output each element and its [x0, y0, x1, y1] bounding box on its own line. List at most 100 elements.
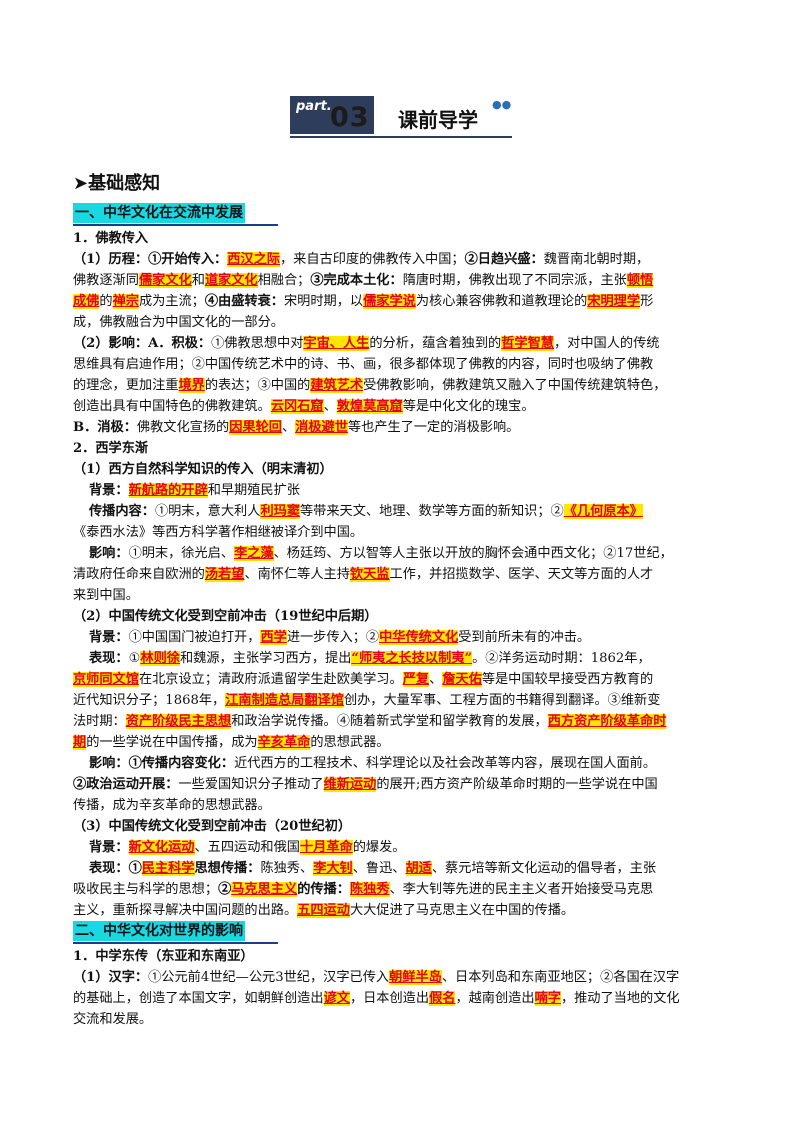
text-line: ②政治运动开展：一些爱国知识分子推动了维新运动的展开;西方资产阶级革命时期的一些… — [73, 774, 739, 795]
body-text: 等是中化文化的瑰宝。 — [402, 399, 535, 414]
body-text: 在北京设立；清政府派遣留学生赴欧美学习。 — [138, 672, 403, 687]
bold-label: 1．佛教传入 — [73, 231, 149, 246]
body-text: 、鲁迅、 — [352, 861, 406, 876]
highlighted-keyword: 陈独秀 — [349, 882, 390, 897]
body-text: 近代西方的工程技术、科学理论以及社会改革等内容，展现在国人面前。 — [234, 756, 657, 771]
highlighted-keyword: 汤若望 — [204, 567, 245, 582]
highlighted-keyword: 马克思主义 — [231, 882, 298, 897]
highlighted-keyword: 新文化运动 — [128, 840, 195, 855]
bold-label: （3）中国传统文化受到空前冲击（20世纪初） — [73, 819, 352, 834]
bold-label: ③完成本土化： — [310, 273, 403, 288]
body-text: 的分析，蕴含着独到的 — [369, 336, 502, 351]
highlighted-keyword: 儒家文化 — [138, 273, 192, 288]
body-text: 等是中国较早接受西方教育的 — [481, 672, 654, 687]
bold-label: （1）汉字： — [73, 970, 149, 985]
document-body: ➤基础感知 一、中华文化在交流中发展 1．佛教传入（1）历程：①开始传入：西汉之… — [73, 171, 739, 1030]
body-text: 佛教文化宣扬的 — [136, 420, 230, 435]
bold-label: ②日趋兴盛： — [464, 252, 544, 267]
highlighted-keyword: 宋明理学 — [587, 294, 641, 309]
highlighted-keyword: 禅宗 — [112, 294, 139, 309]
body-text: 、李大钊等先进的民主主义者开始接受马克思 — [389, 882, 654, 897]
bold-label: 传播内容： — [89, 504, 155, 519]
highlighted-keyword: 维新运动 — [323, 777, 377, 792]
text-line: （1）历程：①开始传入：西汉之际，来自古印度的佛教传入中国；②日趋兴盛：魏晋南北… — [73, 249, 739, 270]
highlighted-keyword: 十月革命 — [300, 840, 353, 855]
section-title-2: 二、中华文化对世界的影响 — [73, 921, 245, 941]
bold-label: 的传播： — [297, 882, 350, 897]
body-text: 和 — [191, 273, 205, 288]
body-text: 的思想武器。 — [310, 735, 390, 750]
text-line: 的理念，更加注重境界的表达；③中国的建筑艺术受佛教影响，佛教建筑又融入了中国传统… — [73, 375, 739, 396]
bold-label: 影响： — [89, 756, 129, 771]
body-text: 的表达；③中国的 — [204, 378, 311, 393]
text-line: 主义，重新探寻解决中国问题的出路。五四运动大大促进了马克思主义在中国的传播。 — [73, 900, 739, 921]
bold-label: ①开始传入： — [148, 252, 228, 267]
highlighted-keyword: 林则徐 — [140, 651, 180, 666]
text-line: （1）西方自然科学知识的传入（明末清初） — [73, 459, 739, 480]
body-text: 、 — [281, 420, 296, 435]
body-text: 主义，重新探寻解决中国问题的出路。 — [73, 903, 298, 918]
text-line: 期的一些学说在中国传播，成为辛亥革命的思想武器。 — [73, 732, 739, 753]
body-text: ①公元前4世纪—公元3世纪，汉字已传入 — [148, 970, 390, 985]
highlighted-keyword: 喃字 — [534, 991, 561, 1006]
body-text: 、 — [323, 399, 337, 414]
body-text: ，推动了当地的文化 — [560, 991, 680, 1006]
body-text: 受到前所未有的冲击。 — [458, 630, 591, 645]
highlighted-keyword: 利玛窦 — [260, 504, 300, 519]
highlighted-keyword: 严复 — [402, 672, 430, 687]
body-text: 创办，大量军事、工程方面的书籍得到翻译。③维新变 — [343, 693, 661, 708]
body-text: ，日本创造出 — [349, 991, 430, 1006]
highlighted-keyword: 京师同文馆 — [73, 672, 139, 687]
highlighted-keyword: 儒家学说 — [363, 294, 416, 309]
bold-label: 影响： — [89, 546, 129, 561]
bold-label: 背景： — [89, 630, 129, 645]
text-line: 思维具有启迪作用；②中国传统艺术中的诗、书、画，很多都体现了佛教的内容，同时也吸… — [73, 354, 739, 375]
body-text: 传播，成为辛亥革命的思想武器。 — [73, 798, 271, 813]
body-text: 、日本列岛和东南亚地区；②各国在汉字 — [441, 970, 680, 985]
bold-label: （1）西方自然科学知识的传入（明末清初） — [73, 462, 333, 477]
body-text: 的基础上，创造了本国文字，如朝鲜创造出 — [73, 991, 324, 1006]
text-line: 法时期：资产阶级民主思想和政治学说传播。④随着新式学堂和留学教育的发展，西方资产… — [73, 711, 739, 732]
highlighted-keyword: “师夷之长技以制夷” — [351, 651, 473, 666]
bold-label: 表现： — [89, 651, 129, 666]
highlighted-keyword: 朝鲜半岛 — [389, 970, 442, 985]
text-line: 佛教逐渐同儒家文化和道家文化相融合；③完成本土化：隋唐时期，佛教出现了不同宗派，… — [73, 270, 739, 291]
text-line: 1．佛教传入 — [73, 228, 739, 249]
text-line: 背景：①中国国门被迫打开，西学进一步传入；②中华传统文化受到前所未有的冲击。 — [73, 627, 739, 648]
body-text: 近代知识分子；1868年， — [73, 693, 226, 708]
highlighted-keyword: 西汉之际 — [227, 252, 280, 267]
body-text: 成，佛教融合为中国文化的一部分。 — [73, 315, 284, 330]
text-line: 成佛的禅宗成为主流；④由盛转衰：宋明时期，以儒家学说为核心兼容佛教和道教理论的宋… — [73, 291, 739, 312]
highlighted-keyword: 李大钊 — [313, 861, 353, 876]
highlighted-keyword: 哲学智慧 — [501, 336, 554, 351]
body-text: 。②洋务运动时期：1862年， — [472, 651, 651, 666]
highlighted-keyword: 江南制造总局翻译馆 — [225, 693, 344, 708]
body-text: 等带来天文、地理、数学等方面的新知识；② — [300, 504, 564, 519]
body-text: ，越南创造出 — [455, 991, 535, 1006]
body-text: 、杨廷筠、方以智等人主张以开放的胸怀会通中西文化；②17世纪， — [273, 546, 673, 561]
text-line: 传播内容：①明末，意大利人利玛窦等带来天文、地理、数学等方面的新知识；②《几何原… — [73, 501, 739, 522]
text-line: （2）中国传统文化受到空前冲击（19世纪中后期） — [73, 606, 739, 627]
body-text: 为核心兼容佛教和道教理论的 — [415, 294, 588, 309]
text-line: 传播，成为辛亥革命的思想武器。 — [73, 795, 739, 816]
text-line: 背景：新航路的开辟和早期殖民扩张 — [73, 480, 739, 501]
banner-title: 课前导学 — [398, 108, 478, 132]
body-text: 的展开;西方资产阶级革命时期的一些学说在中国 — [376, 777, 658, 792]
text-line: 表现：①林则徐和魏源，主张学习西方，提出“师夷之长技以制夷”。②洋务运动时期：1… — [73, 648, 739, 669]
body-text: ①中国国门被迫打开， — [128, 630, 261, 645]
body-text: 法时期： — [73, 714, 126, 729]
text-line: 近代知识分子；1868年，江南制造总局翻译馆创办，大量军事、工程方面的书籍得到翻… — [73, 690, 739, 711]
banner-part-block — [290, 96, 374, 134]
body-text: 的一些学说在中国传播，成为 — [86, 735, 258, 750]
body-text: 、蔡元培等新文化运动的倡导者，主张 — [431, 861, 657, 876]
body-text: 成为主流； — [138, 294, 205, 309]
body-text: 进一步传入；② — [286, 630, 380, 645]
text-line: （2）影响：A．积极：①佛教思想中对宇宙、人生的分析，蕴含着独到的哲学智慧，对中… — [73, 333, 739, 354]
highlighted-keyword: 民主科学 — [141, 861, 195, 876]
body-text: 等也产生了一定的消极影响。 — [347, 420, 520, 435]
body-text: ①明末，意大利人 — [154, 504, 261, 519]
section-title-1: 一、中华文化在交流中发展 — [73, 203, 245, 223]
banner-part-label: part. — [296, 99, 332, 114]
highlighted-keyword: 《几何原本》 — [563, 504, 643, 519]
